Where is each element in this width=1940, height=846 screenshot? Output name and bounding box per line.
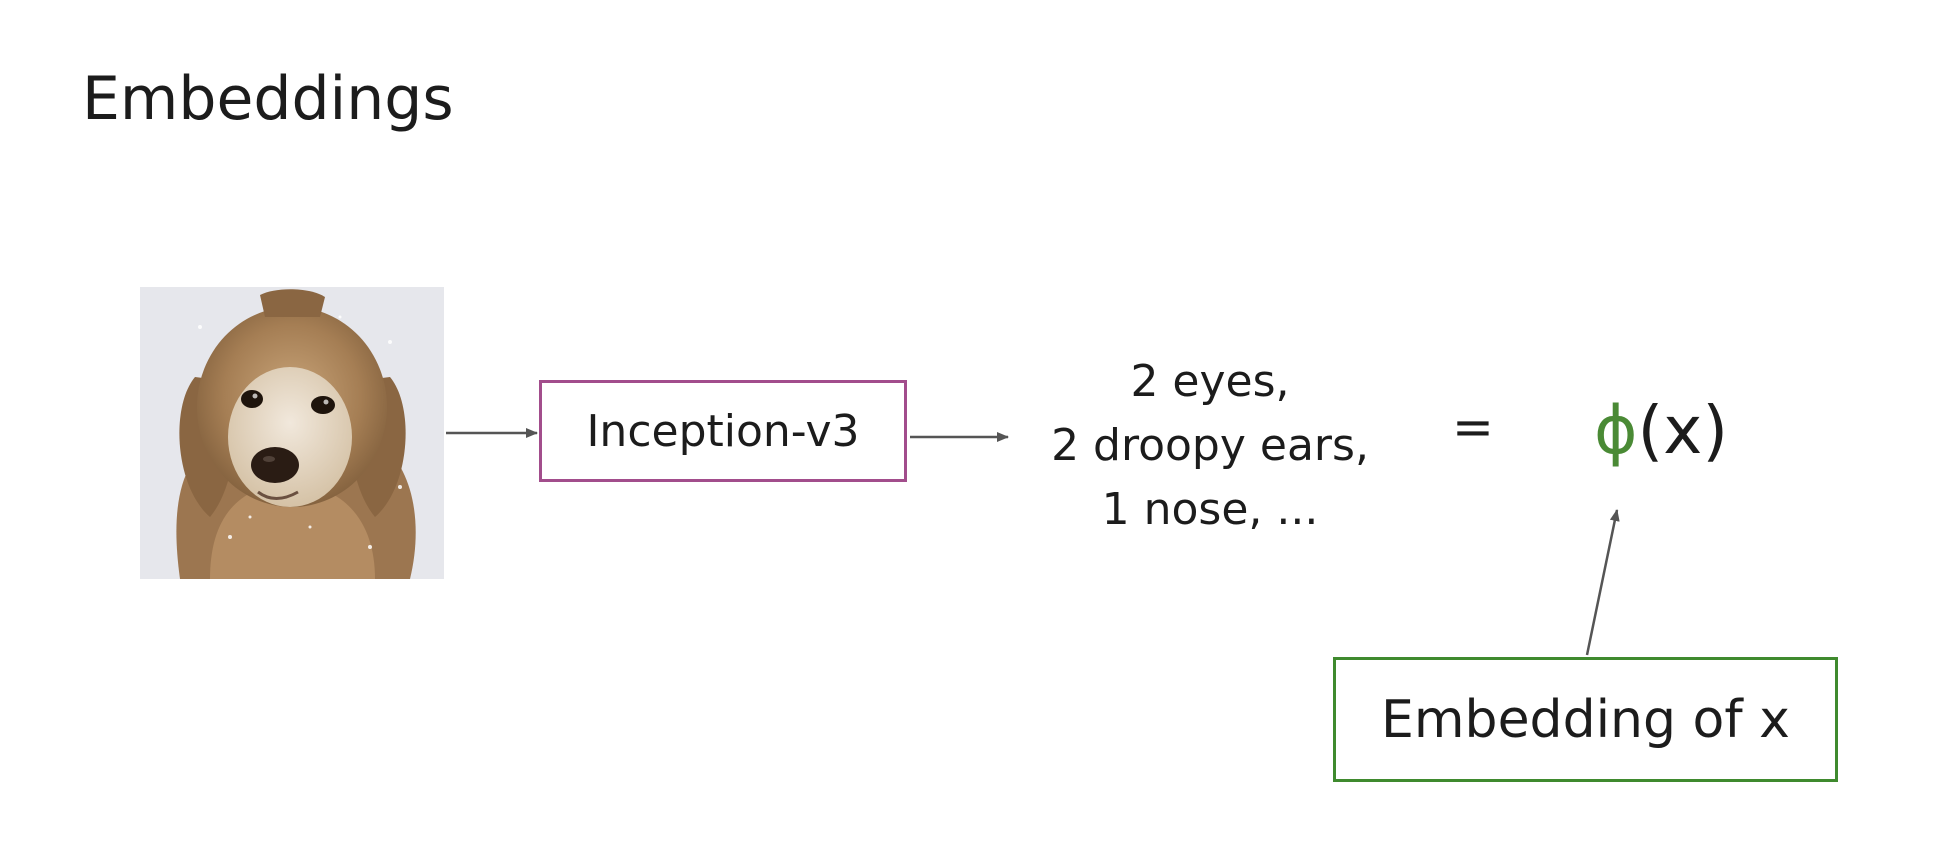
feature-line: 1 nose, ...: [1101, 484, 1319, 535]
slide-title: Embeddings: [82, 64, 454, 134]
dog-photo-icon: [140, 287, 444, 579]
feature-line: 2 eyes,: [1130, 356, 1290, 407]
phi-expression: ϕ(x): [1594, 392, 1728, 469]
phi-symbol: ϕ: [1594, 392, 1638, 469]
equals-sign: =: [1452, 398, 1494, 456]
feature-list: 2 eyes, 2 droopy ears, 1 nose, ...: [1010, 350, 1410, 542]
feature-line: 2 droopy ears,: [1051, 420, 1369, 471]
model-label: Inception-v3: [586, 405, 860, 457]
phi-argument: (x): [1637, 392, 1729, 469]
embedding-box: Embedding of x: [1333, 657, 1838, 782]
model-box-inception-v3: Inception-v3: [539, 380, 907, 482]
embedding-label: Embedding of x: [1381, 689, 1790, 750]
arrow-embedding-to-phi: [1585, 509, 1620, 656]
